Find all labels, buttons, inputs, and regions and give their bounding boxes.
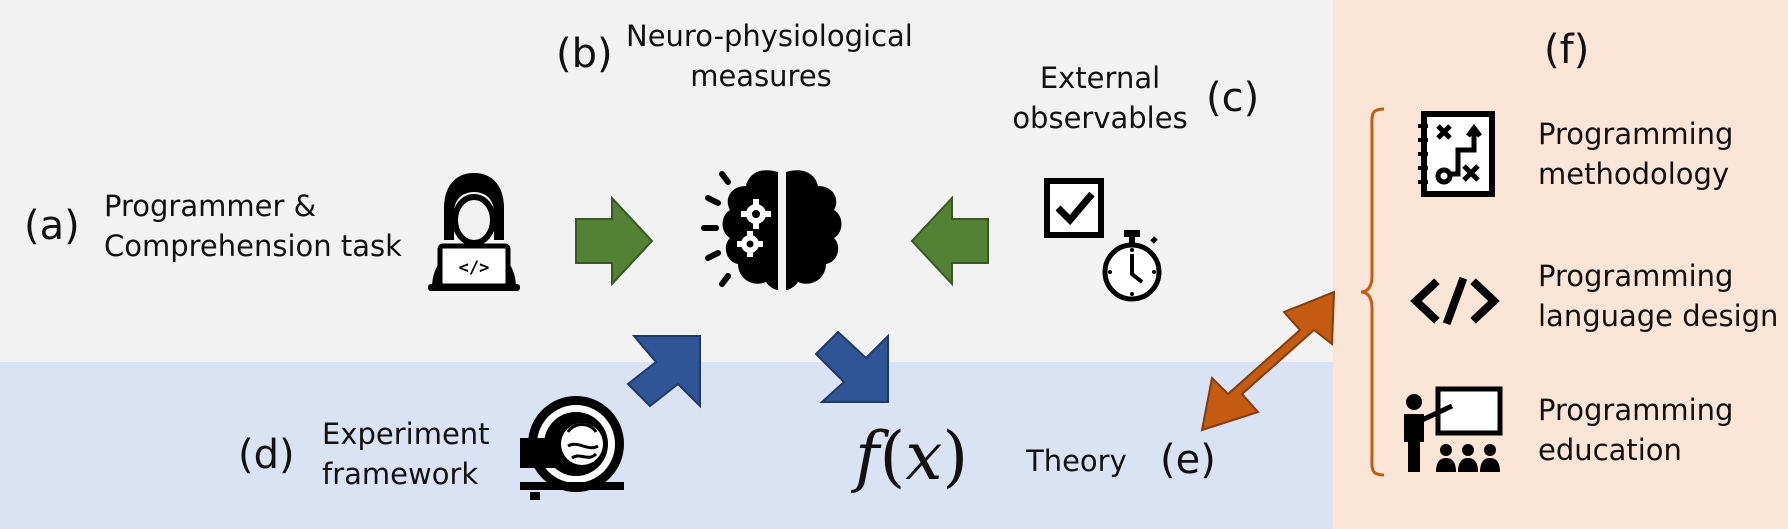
stopwatch-icon [1102,230,1162,302]
application-item-1-line1: Programming [1538,117,1734,151]
formula-close-paren: ) [942,418,969,495]
brain-gears-icon [701,170,842,290]
panel-a-line2: Comprehension task [104,229,402,263]
teacher-classroom-icon [1404,386,1503,472]
applications-brace [1360,107,1385,477]
blue-arrow-down-right [814,330,889,403]
panel-b-letter: (b) [556,31,613,77]
panel-c-line2: observables [1012,101,1188,135]
panel-c-line1: External [1039,61,1161,95]
application-item-2-line2: language design [1538,299,1779,333]
blue-arrow-up-right [626,335,701,409]
formula-f: f [855,418,880,495]
panel-a-label: Programmer & Comprehension task [104,186,402,266]
green-arrow-left [910,195,989,287]
application-item-2-line1: Programming [1538,259,1734,293]
panel-b-line1: Neuro-physiological [626,19,913,53]
theory-formula: f(x) [855,424,968,490]
panel-d-label: Experiment framework [322,414,490,494]
panel-b-line2: measures [690,59,832,93]
green-arrow-right [575,195,654,287]
panel-d-letter: (d) [238,432,295,478]
panel-d-line1: Experiment [322,417,490,451]
code-brackets-icon [1410,276,1500,326]
panel-c-letter: (c) [1206,75,1260,121]
panel-a-line1: Programmer & [104,189,317,223]
panel-e-letter: (e) [1160,437,1216,483]
checkbox-icon [1044,178,1104,238]
programmer-laptop-icon: </> [428,173,520,291]
formula-x: x [905,418,943,495]
mri-scanner-icon [520,396,624,500]
application-item-3-line1: Programming [1538,393,1734,427]
panel-e-label: Theory [1026,444,1127,478]
application-item-1-line2: methodology [1538,157,1730,191]
application-item-1: Programming methodology [1538,114,1733,194]
application-item-3: Programming education [1538,390,1733,470]
strategy-board-icon [1418,111,1495,197]
panel-d-line2: framework [322,457,479,491]
application-item-3-line2: education [1538,433,1682,467]
panel-f-letter: (f) [1544,27,1590,73]
panel-c-label: External observables [1000,58,1200,138]
panel-b-label: Neuro-physiological measures [626,16,913,96]
top-region [0,0,1333,362]
application-item-2: Programming language design [1538,256,1778,336]
panel-a-letter: (a) [24,203,80,249]
formula-open-paren: ( [879,418,906,495]
svg-text:</>: </> [459,258,490,278]
orange-double-arrow [1200,290,1336,432]
